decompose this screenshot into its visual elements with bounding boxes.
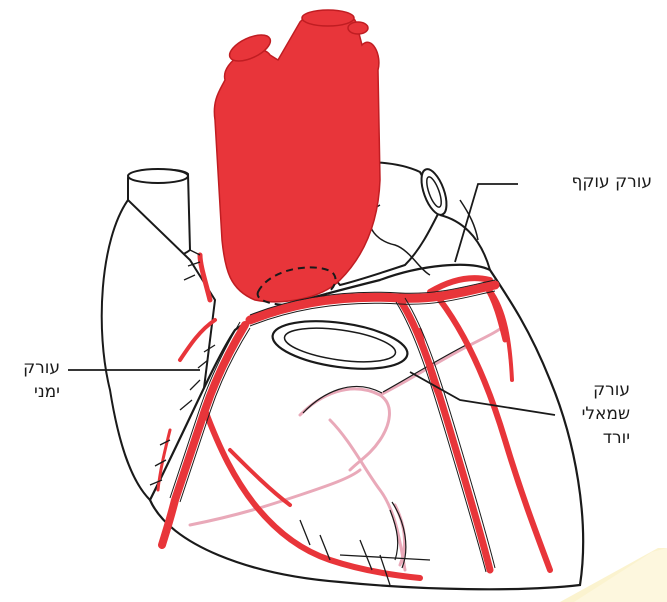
label-lad-line-1: עורק xyxy=(560,378,630,402)
label-right-coronary-artery: עורק ימני xyxy=(0,356,60,404)
heart-outline xyxy=(150,265,583,589)
label-right-line-1: עורק xyxy=(0,356,60,380)
label-lad-line-2: שמאלי xyxy=(560,402,630,426)
label-lad-line-3: יורד xyxy=(560,426,630,450)
watermark-shape-2 xyxy=(574,548,667,602)
label-left-anterior-descending-artery: עורק שמאלי יורד xyxy=(560,378,630,450)
label-circumflex-text: עורק עוקף xyxy=(522,170,652,194)
label-circumflex-artery: עורק עוקף xyxy=(522,170,652,194)
label-right-line-2: ימני xyxy=(0,380,60,404)
